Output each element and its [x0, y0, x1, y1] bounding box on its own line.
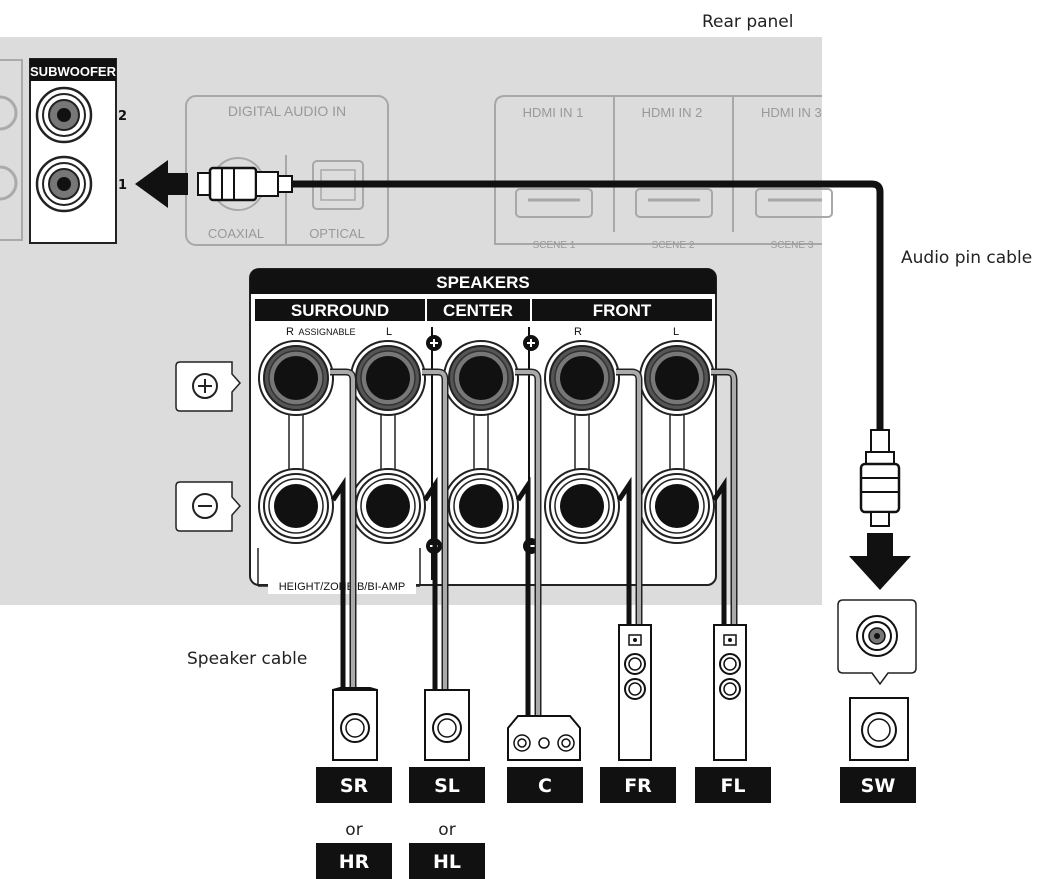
- coaxial-label: COAXIAL: [208, 226, 264, 241]
- speaker-cables: [330, 368, 738, 716]
- tag-sw: SW: [840, 767, 916, 803]
- subwoofer-jack-block: SUBWOOFER 2 1: [29, 58, 127, 244]
- front-label: FRONT: [593, 301, 652, 320]
- tag-hl: HL: [409, 843, 485, 879]
- scene-3-label: SCENE 3: [771, 240, 814, 251]
- svg-text:HL: HL: [433, 851, 461, 873]
- scene-1-label: SCENE 1: [533, 240, 576, 251]
- tag-c: C: [507, 767, 583, 803]
- front-l-minus-terminal[interactable]: [639, 468, 715, 544]
- plus-callout: [175, 361, 242, 412]
- front-l-label: L: [673, 326, 679, 338]
- subwoofer-label: SUBWOOFER: [30, 64, 117, 79]
- speaker-sw: [849, 697, 909, 761]
- subwoofer-jack-2[interactable]: [35, 86, 93, 144]
- tag-sr: SR: [316, 767, 392, 803]
- audio-pin-cable-label: Audio pin cable: [901, 248, 1032, 268]
- surround-l-label: L: [386, 326, 392, 338]
- partial-jack-column: [0, 59, 23, 241]
- front-r-plus-terminal[interactable]: [544, 340, 620, 416]
- arrow-to-subwoofer-speaker: [849, 533, 911, 590]
- minus-icon: [192, 493, 218, 519]
- svg-text:SW: SW: [861, 775, 896, 797]
- svg-text:FL: FL: [720, 775, 745, 797]
- speaker-sr: [332, 687, 378, 761]
- surround-r-plus-terminal[interactable]: [258, 340, 334, 416]
- svg-text:FR: FR: [624, 775, 652, 797]
- hdmi-in-2-label: HDMI IN 2: [642, 105, 703, 120]
- svg-text:HR: HR: [339, 851, 370, 873]
- surround-label: SURROUND: [291, 301, 389, 320]
- svg-text:C: C: [538, 775, 552, 797]
- speaker-c: [507, 715, 581, 761]
- surround-l-plus-terminal[interactable]: [350, 340, 426, 416]
- hdmi-in-3-label: HDMI IN 3: [761, 105, 822, 120]
- tag-hr: HR: [316, 843, 392, 879]
- surround-r-minus-terminal[interactable]: [258, 468, 334, 544]
- hdmi-in-block: HDMI IN 1 HDMI IN 2 HDMI IN 3 SCENE 1 SC…: [494, 95, 833, 251]
- subwoofer-number-2: 2: [118, 109, 127, 124]
- speakers-label: SPEAKERS: [436, 273, 530, 292]
- speaker-fl: [713, 624, 747, 761]
- front-l-plus-terminal[interactable]: [639, 340, 715, 416]
- subwoofer-input-callout: [837, 599, 917, 686]
- scene-2-label: SCENE 2: [652, 240, 695, 251]
- surround-l-minus-terminal[interactable]: [350, 468, 426, 544]
- subwoofer-number-1: 1: [118, 178, 127, 193]
- arrow-to-subwoofer-jack: [135, 160, 188, 208]
- speaker-fr: [618, 624, 652, 761]
- center-minus-terminal[interactable]: [443, 468, 519, 544]
- front-r-label: R: [574, 326, 582, 338]
- speaker-cable-label: Speaker cable: [187, 649, 307, 669]
- digital-audio-in-label: DIGITAL AUDIO IN: [228, 103, 346, 119]
- svg-text:SL: SL: [434, 775, 460, 797]
- tag-fr: FR: [600, 767, 676, 803]
- speaker-sl: [424, 689, 470, 761]
- subwoofer-jack-1[interactable]: [35, 155, 93, 213]
- or-text-sl: or: [438, 820, 455, 840]
- front-r-minus-terminal[interactable]: [544, 468, 620, 544]
- or-text-sr: or: [345, 820, 362, 840]
- assignable-label: ASSIGNABLE: [298, 327, 355, 337]
- surround-r-label: R: [286, 326, 294, 338]
- optical-label: OPTICAL: [309, 226, 365, 241]
- rear-panel-label: Rear panel: [702, 12, 793, 32]
- audio-pin-cable: [197, 166, 901, 527]
- center-label: CENTER: [443, 301, 513, 320]
- tag-sl: SL: [409, 767, 485, 803]
- tag-fl: FL: [695, 767, 771, 803]
- hdmi-in-1-label: HDMI IN 1: [523, 105, 584, 120]
- speaker-terminal-block: SPEAKERS SURROUND CENTER FRONT R ASSIGNA…: [249, 268, 717, 594]
- center-plus-terminal[interactable]: [443, 340, 519, 416]
- minus-callout: [175, 481, 242, 532]
- svg-text:SR: SR: [340, 775, 369, 797]
- plus-icon: [192, 373, 218, 399]
